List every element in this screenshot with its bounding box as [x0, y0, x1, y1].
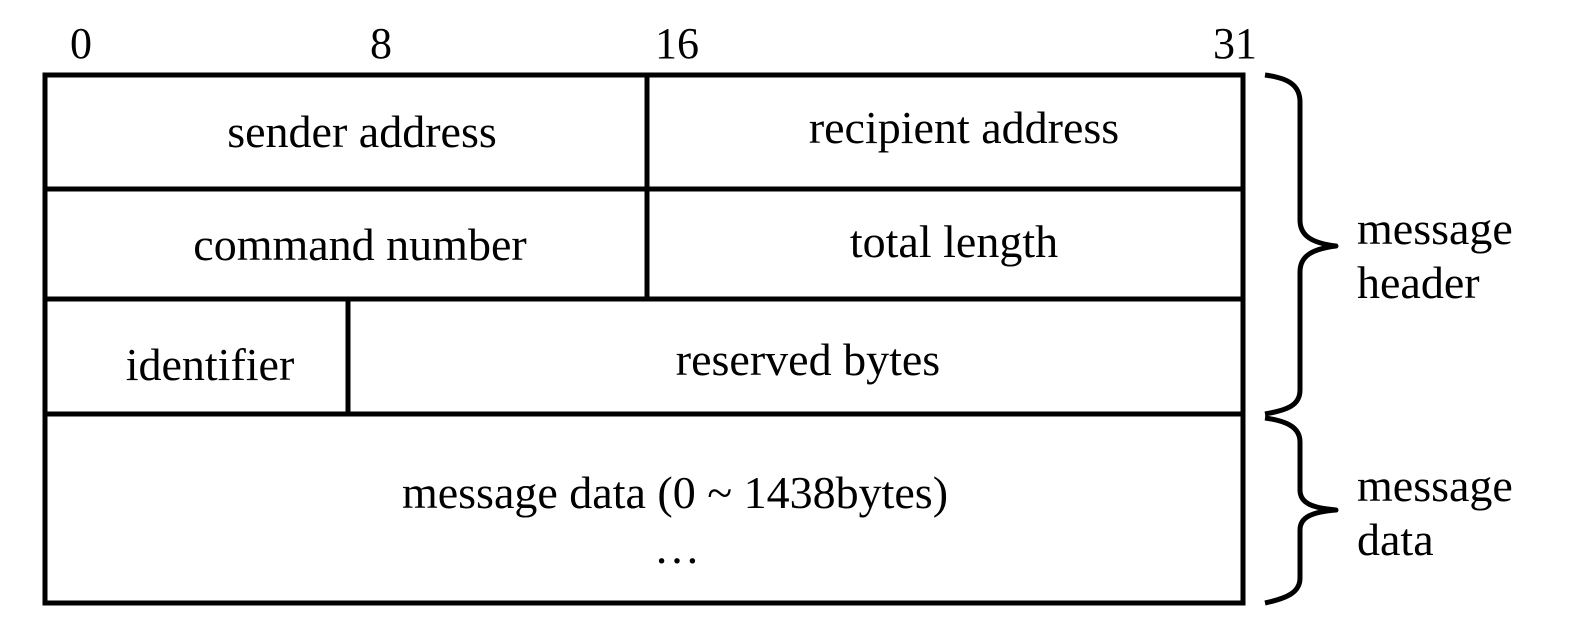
field-reserved-bytes: reserved bytes: [676, 334, 940, 385]
header-brace: [1264, 72, 1339, 417]
data-brace: [1264, 415, 1339, 606]
field-labels: sender address recipient address command…: [126, 102, 1119, 573]
field-ellipsis: …: [654, 522, 700, 573]
bit-label-16: 16: [655, 19, 699, 68]
group-labels: message header message data: [1357, 203, 1513, 565]
field-grid: [42, 72, 1246, 606]
header-group-label-line2: header: [1357, 257, 1480, 308]
data-group-label-line1: message: [1357, 460, 1513, 511]
bit-label-8: 8: [370, 19, 392, 68]
field-recipient-address: recipient address: [809, 102, 1119, 153]
field-command-number: command number: [193, 219, 526, 270]
bit-label-0: 0: [70, 19, 92, 68]
data-group-label-line2: data: [1357, 514, 1434, 565]
bit-scale: 0 8 16 31: [70, 19, 1257, 68]
field-total-length: total length: [850, 216, 1058, 267]
group-braces: [1264, 72, 1339, 606]
bit-label-31: 31: [1213, 19, 1257, 68]
field-identifier: identifier: [126, 339, 295, 390]
outer-frame: [42, 72, 1246, 606]
field-sender-address: sender address: [227, 106, 497, 157]
field-message-data: message data (0 ~ 1438bytes): [402, 467, 948, 518]
header-group-label-line1: message: [1357, 203, 1513, 254]
